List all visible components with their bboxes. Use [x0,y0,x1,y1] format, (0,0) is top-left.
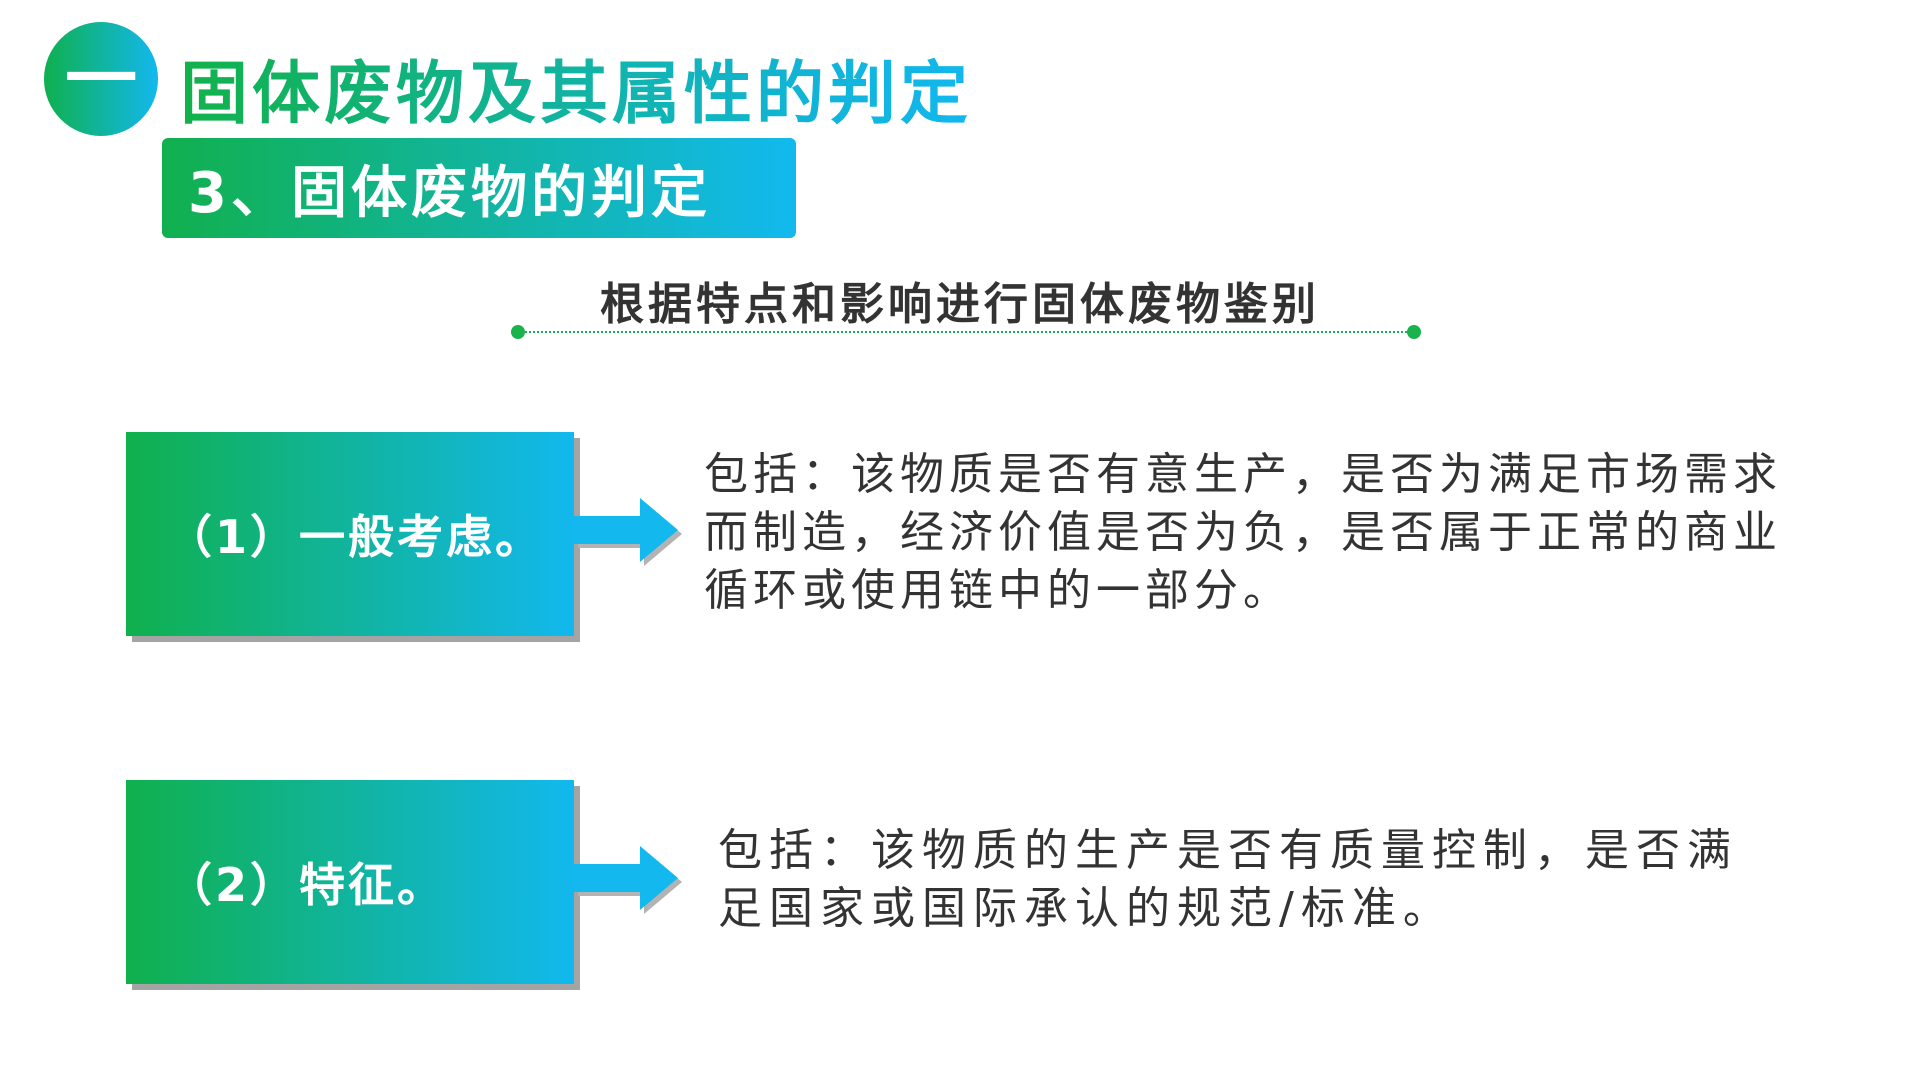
section-number-badge: 一 [44,22,158,136]
criterion-box-characteristics: （2）特征。 [126,780,574,984]
criterion-description: 包括：该物质的生产是否有质量控制，是否满足国家或国际承认的规范/标准。 [718,825,1738,934]
subsection-title: 3、固体废物的判定 [188,160,711,226]
criterion-label: （1）一般考虑。 [166,510,545,564]
criterion-label: （2）特征。 [166,858,447,912]
subsection-banner: 3、固体废物的判定 [162,138,796,238]
criterion-description: 包括：该物质是否有意生产，是否为满足市场需求而制造，经济价值是否为负，是否属于正… [704,449,1782,616]
page-title: 固体废物及其属性的判定 [180,38,972,137]
arrow-right-icon [574,498,682,566]
section-number: 一 [64,37,137,121]
divider-dot-right [1407,325,1421,339]
arrow-right-icon [574,846,682,914]
criterion-box-general: （1）一般考虑。 [126,432,574,636]
dotted-divider [518,331,1414,333]
divider-dot-left [511,325,525,339]
subheading: 根据特点和影响进行固体废物鉴别 [600,279,1320,330]
